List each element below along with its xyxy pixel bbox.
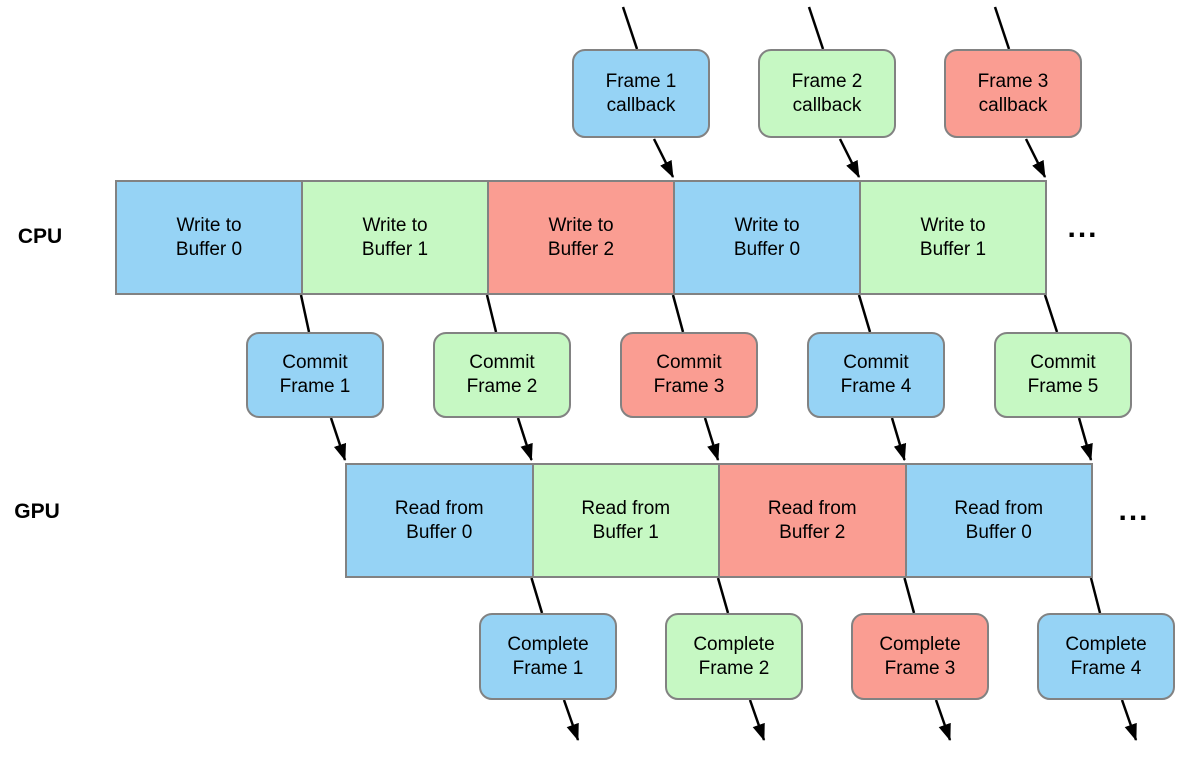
commit-frame-box-2-label: Frame 3 [653,376,725,397]
commit-arrow-out-1 [516,417,533,462]
cpu-block-4-label: Buffer 1 [919,238,987,260]
cpu-block-1-label: Buffer 1 [361,238,429,260]
gpu-block-1-label: Read from [581,497,671,519]
commit-frame-box-1-label: Frame 2 [466,376,538,397]
complete-arrow-out-0 [562,699,580,742]
cpu-block-4-label: Write to [920,214,986,236]
commit-arrow-out-4 [1077,417,1093,462]
frame-callback-box-1-label: callback [792,94,862,116]
frame-callback-box-2-label: callback [978,94,1048,116]
complete-frame-box-1-label: Complete [693,633,775,655]
cpu-row-label: CPU [17,225,63,248]
complete-frame-box-3-label: Frame 4 [1070,657,1142,679]
callback-arrow-in-1 [807,6,825,50]
cpu-block-2-label: Buffer 2 [547,238,615,260]
cpu-block-2-label: Write to [548,214,614,236]
complete-arrow-out-1 [748,699,766,742]
commit-frame-box-0-label: Commit [282,352,348,373]
callback-arrow-in-0 [621,6,639,50]
commit-arrow-in-3 [857,294,872,333]
gpu-row-label: GPU [14,500,60,523]
callback-arrow-out-2 [1024,138,1047,178]
cpu-block-0-label: Write to [176,214,242,236]
complete-frame-box-3-label: Complete [1065,633,1147,655]
cpu-block-1-label: Write to [362,214,428,236]
commit-frame-box-3-label: Commit [843,352,909,373]
complete-frame-box-2-label: Complete [879,633,961,655]
gpu-row-ellipsis: ... [1118,494,1150,527]
cpu-block-3-label: Buffer 0 [733,238,801,260]
commit-frame-box-4-label: Commit [1030,352,1096,373]
cpu-row-ellipsis: ... [1067,211,1099,244]
gpu-block-2-label: Buffer 2 [779,521,846,543]
complete-arrow-out-3 [1120,699,1138,742]
frame-callback-box-0-label: Frame 1 [605,70,677,92]
frame-callback-box-1-label: Frame 2 [791,70,863,92]
commit-frame-box-3-label: Frame 4 [840,376,912,397]
gpu-block-3-label: Buffer 0 [965,521,1032,543]
commit-arrow-out-3 [890,417,907,462]
complete-arrow-in-0 [530,577,544,614]
callback-arrow-out-0 [652,138,675,178]
complete-frame-box-2-label: Frame 3 [884,657,956,679]
complete-frame-box-0-label: Complete [507,633,589,655]
frame-callback-box-2-label: Frame 3 [977,70,1049,92]
commit-arrow-in-0 [299,294,311,333]
commit-arrow-in-2 [671,294,685,333]
commit-arrow-out-0 [329,417,347,462]
cpu-block-3-label: Write to [734,214,800,236]
commit-frame-box-0-label: Frame 1 [279,376,351,397]
complete-frame-box-1-label: Frame 2 [698,657,770,679]
commit-frame-box-1-label: Commit [469,352,535,373]
complete-arrow-in-1 [716,577,730,614]
gpu-block-0-label: Buffer 0 [406,521,473,543]
gpu-block-1-label: Buffer 1 [592,521,659,543]
callback-arrow-out-1 [838,138,861,178]
cpu-block-0-label: Buffer 0 [175,238,243,260]
gpu-block-0-label: Read from [394,497,484,519]
complete-arrow-in-2 [903,577,916,614]
complete-frame-box-0-label: Frame 1 [512,657,584,679]
complete-arrow-in-3 [1089,577,1102,614]
complete-arrow-out-2 [934,699,952,742]
commit-arrow-in-1 [485,294,498,333]
callback-arrow-in-2 [993,6,1011,50]
commit-frame-box-2-label: Commit [656,352,722,373]
gpu-block-2-label: Read from [767,497,857,519]
commit-frame-box-4-label: Frame 5 [1027,376,1099,397]
frame-callback-box-0-label: callback [606,94,676,116]
commit-arrow-in-4 [1043,294,1059,333]
gpu-block-3-label: Read from [954,497,1044,519]
commit-arrow-out-2 [703,417,720,462]
